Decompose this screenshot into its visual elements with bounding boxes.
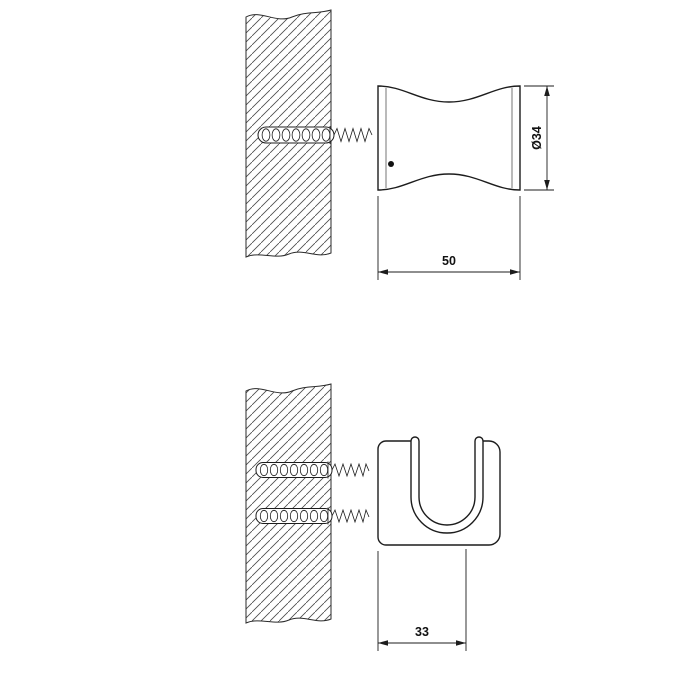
arrowhead [378,269,388,275]
front-view: 33 [245,383,501,651]
dimension-diameter-34: Ø34 [524,85,554,191]
anchor-thread [269,463,279,477]
dimension-depth-50: 50 [377,196,521,280]
anchor-thread [271,128,281,142]
wall-anchor [257,126,335,144]
anchor-thread [279,509,289,523]
anchor-thread [299,509,309,523]
holder-profile [377,85,521,191]
set-screw-dot [388,161,394,167]
wall-anchor-lower [255,507,370,525]
dimension-label-width: 33 [415,625,429,639]
dimension-width-33: 33 [377,549,467,651]
screw-thread [331,462,370,478]
arrowhead [544,180,550,190]
arrowhead [456,640,466,646]
anchor-thread [269,509,279,523]
arrowhead [510,269,520,275]
dimension-label-diameter: Ø34 [530,126,544,150]
arrowhead [378,640,388,646]
anchor-thread [289,463,299,477]
anchor-thread [291,128,301,142]
wall-section [245,383,332,624]
anchor-thread [309,509,319,523]
anchor-thread [289,509,299,523]
anchor-thread [259,463,269,477]
side-section-view: 50 Ø34 [245,9,554,280]
arrowhead [544,86,550,96]
dimension-label-depth: 50 [442,254,456,268]
anchor-thread [301,128,311,142]
anchor-thread [299,463,309,477]
anchor-thread [279,463,289,477]
hook-c-shape [410,436,484,534]
anchor-thread [281,128,291,142]
anchor-thread [311,128,321,142]
wall-anchor-upper [255,461,370,479]
anchor-thread [259,509,269,523]
screw-thread [331,508,370,524]
screw-thread [333,127,373,143]
anchor-thread [261,128,271,142]
anchor-thread [309,463,319,477]
anchor-body [257,126,335,144]
